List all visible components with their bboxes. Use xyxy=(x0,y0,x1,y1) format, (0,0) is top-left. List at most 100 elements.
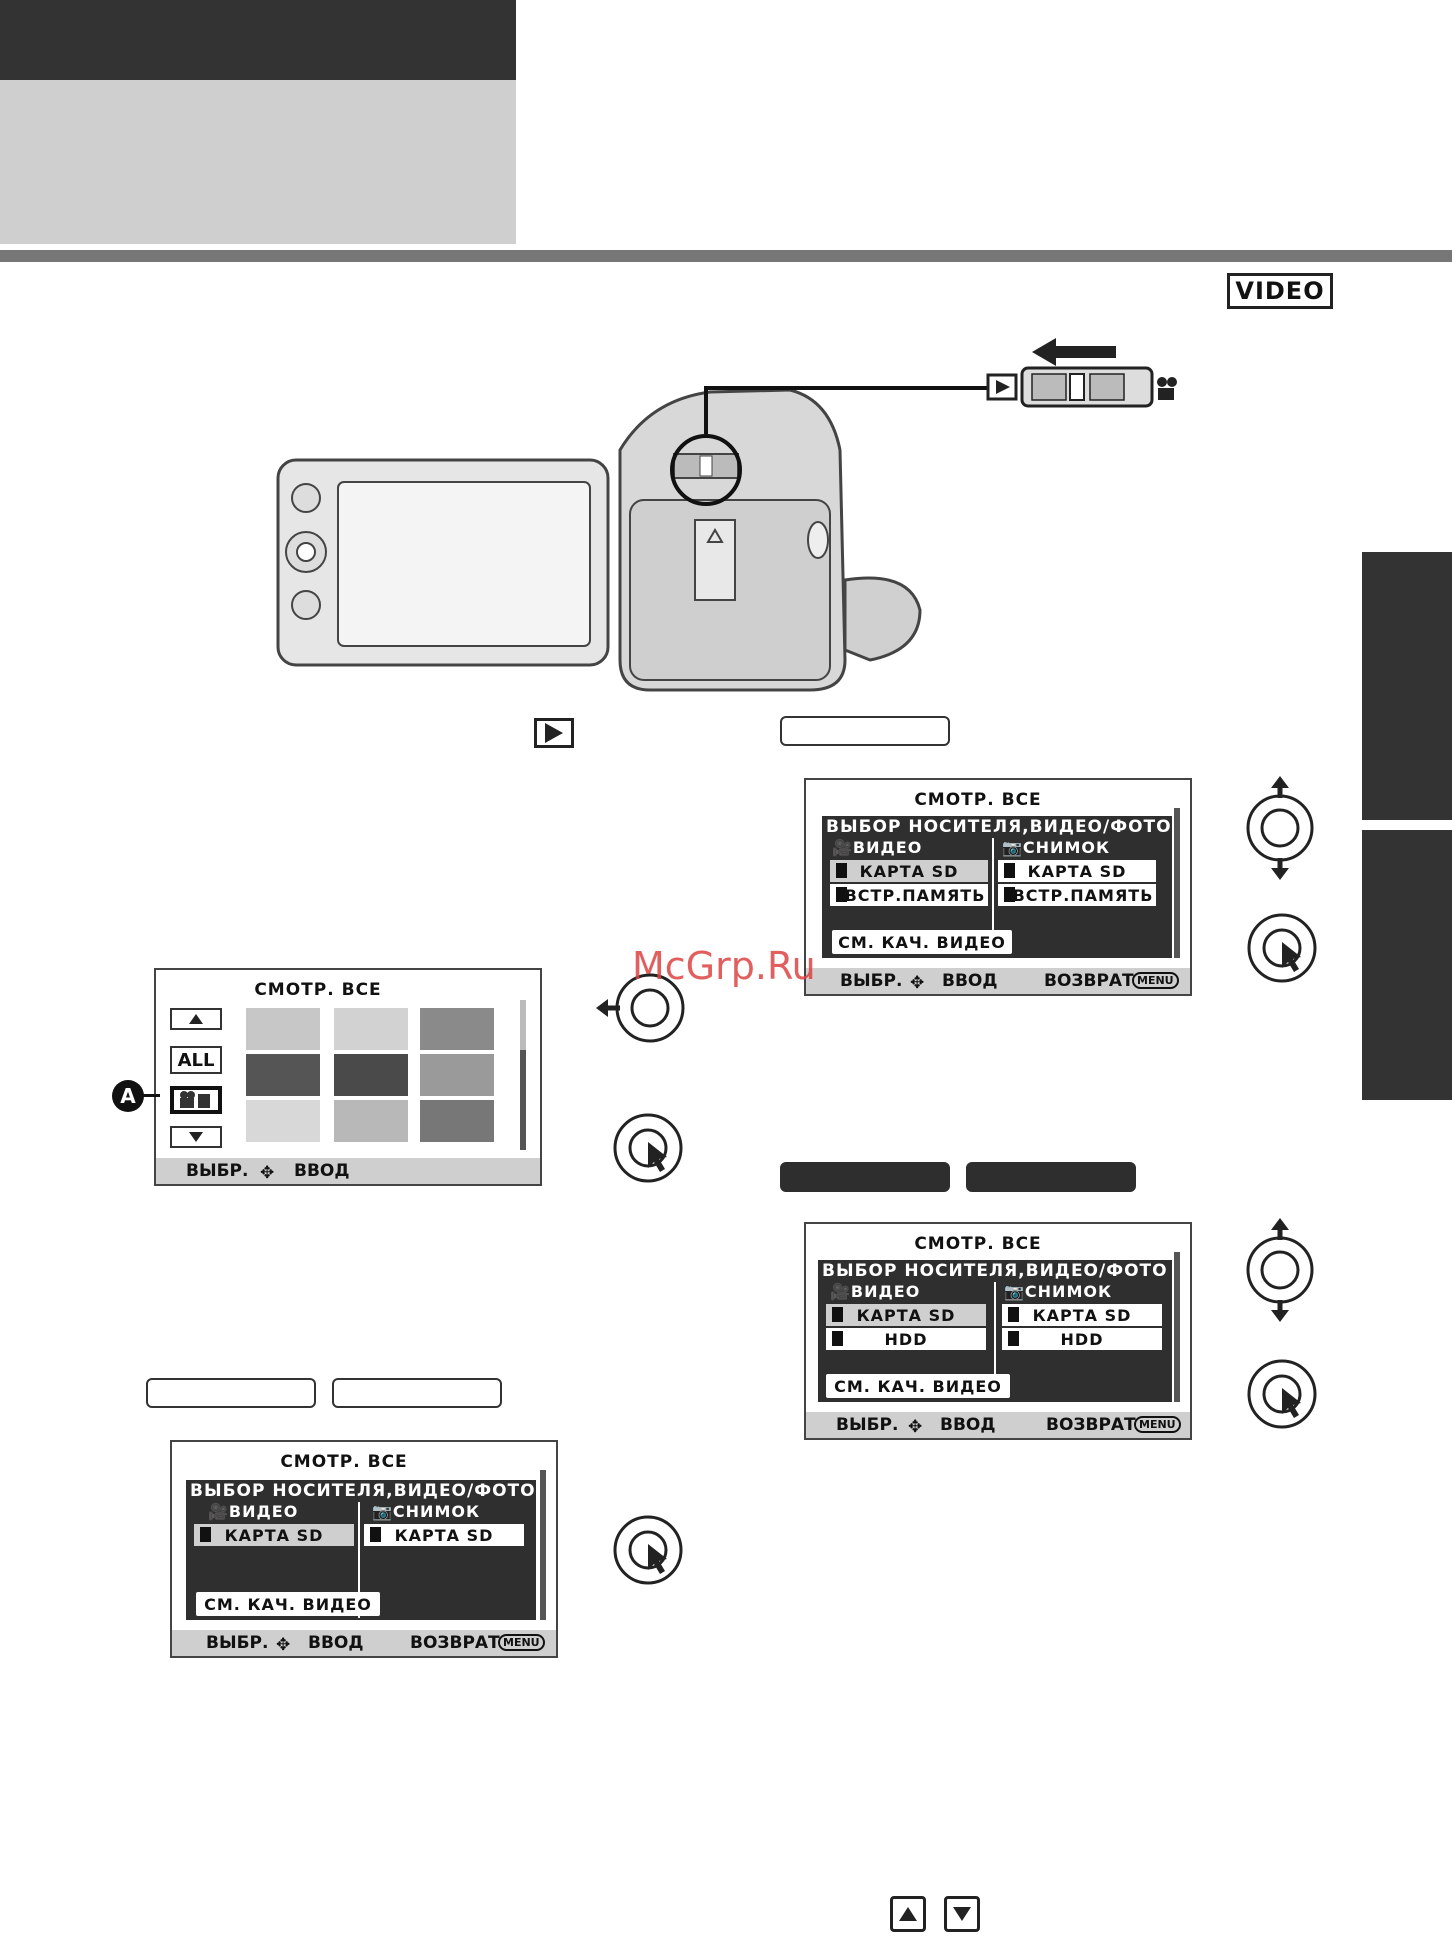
screen-title: СМОТР. ВСЕ xyxy=(254,980,382,1000)
hdd-icon xyxy=(1008,1331,1019,1346)
enter-label: ВВОД xyxy=(294,1161,350,1181)
scroll-down-button[interactable] xyxy=(170,1126,222,1148)
photo-column-label: 📷СНИМОК xyxy=(372,1502,481,1521)
back-label: ВОЗВРАТ xyxy=(410,1633,500,1653)
photo-option-sd[interactable]: КАРТА SD xyxy=(998,860,1156,882)
label-pill-top xyxy=(780,716,950,746)
screen-thumbnails: СМОТР. ВСЕ ALL ВЫБР. ✥ ВВОД xyxy=(154,968,542,1186)
movie-card-icon xyxy=(180,1091,210,1108)
video-quality-button[interactable]: СМ. КАЧ. ВИДЕО xyxy=(826,1374,1010,1398)
media-select-panel: ВЫБОР НОСИТЕЛЯ,ВИДЕО/ФОТО 🎥ВИДЕО 📷СНИМОК… xyxy=(186,1480,536,1620)
photo-option-sd[interactable]: КАРТА SD xyxy=(364,1524,524,1546)
video-option-sd[interactable]: КАРТА SD xyxy=(826,1304,986,1326)
select-label: ВЫБР. xyxy=(836,1415,899,1435)
label-pill-filled-2 xyxy=(966,1162,1136,1192)
video-option-sd[interactable]: КАРТА SD xyxy=(830,860,988,882)
enter-label: ВВОД xyxy=(940,1415,996,1435)
menu-icon: MENU xyxy=(498,1634,545,1651)
screen-bottom-bar: ВЫБР. ✥ ВВОД ВОЗВРАТ MENU xyxy=(806,968,1190,994)
page-up-button[interactable] xyxy=(890,1896,926,1932)
header-grey-band xyxy=(0,80,516,244)
video-filter-button[interactable] xyxy=(170,1086,222,1114)
photo-column-label: 📷СНИМОК xyxy=(1002,838,1111,857)
joystick-press-icon xyxy=(613,1515,683,1585)
thumbnail-9[interactable] xyxy=(420,1100,494,1142)
back-label: ВОЗВРАТ xyxy=(1044,971,1134,991)
video-option-hdd[interactable]: HDD xyxy=(826,1328,986,1350)
header-dark-band xyxy=(0,0,516,80)
camcorder-illustration xyxy=(276,338,1177,692)
joystick-mini-icon: ✥ xyxy=(276,1635,291,1655)
label-pill-left-2 xyxy=(332,1378,502,1408)
photo-column-label: 📷СНИМОК xyxy=(1004,1282,1113,1301)
screen-bottom-bar: ВЫБР. ✥ ВВОД ВОЗВРАТ MENU xyxy=(806,1412,1190,1438)
page-down-button[interactable] xyxy=(944,1896,980,1932)
scrollbar[interactable] xyxy=(1174,808,1180,958)
select-label: ВЫБР. xyxy=(186,1161,249,1181)
media-select-panel: ВЫБОР НОСИТЕЛЯ,ВИДЕО/ФОТО 🎥ВИДЕО 📷СНИМОК… xyxy=(822,816,1172,958)
screen-media-select-internal: СМОТР. ВСЕ ВЫБОР НОСИТЕЛЯ,ВИДЕО/ФОТО 🎥ВИ… xyxy=(804,778,1192,996)
joystick-mini-icon: ✥ xyxy=(908,1417,923,1437)
enter-label: ВВОД xyxy=(308,1633,364,1653)
joystick-mini-icon: ✥ xyxy=(260,1163,275,1183)
hdd-icon xyxy=(832,1331,843,1346)
side-tab-upper xyxy=(1362,552,1452,820)
thumbnail-4[interactable] xyxy=(246,1054,320,1096)
screen-title: СМОТР. ВСЕ xyxy=(280,1452,408,1472)
video-option-sd[interactable]: КАРТА SD xyxy=(194,1524,354,1546)
all-filter-button[interactable]: ALL xyxy=(170,1046,222,1074)
select-label: ВЫБР. xyxy=(206,1633,269,1653)
memory-chip-icon xyxy=(836,887,847,902)
thumbnail-1[interactable] xyxy=(246,1008,320,1050)
label-pill-filled-1 xyxy=(780,1162,950,1192)
joystick-mini-icon: ✥ xyxy=(910,973,925,993)
sd-card-icon xyxy=(836,863,847,878)
thumbnail-6[interactable] xyxy=(420,1054,494,1096)
menu-icon: MENU xyxy=(1134,1416,1181,1433)
thumbnail-3[interactable] xyxy=(420,1008,494,1050)
scrollbar[interactable] xyxy=(540,1470,546,1620)
joystick-left-icon xyxy=(596,973,685,1043)
joystick-press-icon xyxy=(613,1113,683,1183)
memory-chip-icon xyxy=(1004,887,1015,902)
photo-option-sd[interactable]: КАРТА SD xyxy=(1002,1304,1162,1326)
sd-card-icon xyxy=(1004,863,1015,878)
column-divider xyxy=(994,1282,996,1374)
video-column-label: 🎥ВИДЕО xyxy=(832,838,923,857)
thumbnail-7[interactable] xyxy=(246,1100,320,1142)
label-pill-left-1 xyxy=(146,1378,316,1408)
photo-option-hdd[interactable]: HDD xyxy=(1002,1328,1162,1350)
video-column-label: 🎥ВИДЕО xyxy=(208,1502,299,1521)
video-quality-button[interactable]: СМ. КАЧ. ВИДЕО xyxy=(832,930,1012,954)
video-option-internal[interactable]: ВСТР.ПАМЯТЬ xyxy=(830,884,988,906)
panel-header: ВЫБОР НОСИТЕЛЯ,ВИДЕО/ФОТО xyxy=(190,1481,536,1501)
scroll-up-button[interactable] xyxy=(170,1008,222,1030)
screen-media-select-hdd: СМОТР. ВСЕ ВЫБОР НОСИТЕЛЯ,ВИДЕО/ФОТО 🎥ВИ… xyxy=(804,1222,1192,1440)
joystick-press-icon xyxy=(1247,913,1317,983)
sd-card-icon xyxy=(370,1527,381,1542)
thumbnail-8[interactable] xyxy=(334,1100,408,1142)
scrollbar-thumb[interactable] xyxy=(520,1050,526,1150)
column-divider xyxy=(992,838,994,930)
joystick-up-down-icon xyxy=(1246,776,1314,880)
side-tab-lower xyxy=(1362,830,1452,1100)
column-divider xyxy=(358,1502,360,1618)
thumbnail-2[interactable] xyxy=(334,1008,408,1050)
screen-bottom-bar: ВЫБР. ✥ ВВОД ВОЗВРАТ MENU xyxy=(172,1630,556,1656)
scrollbar[interactable] xyxy=(1174,1252,1180,1402)
sd-card-icon xyxy=(200,1527,211,1542)
thumbnail-5[interactable] xyxy=(334,1054,408,1096)
menu-icon: MENU xyxy=(1132,972,1179,989)
back-label: ВОЗВРАТ xyxy=(1046,1415,1136,1435)
video-column-label: 🎥ВИДЕО xyxy=(830,1282,921,1301)
sd-card-icon xyxy=(832,1307,843,1322)
joystick-up-down-icon xyxy=(1246,1218,1314,1322)
enter-label: ВВОД xyxy=(942,971,998,991)
panel-header: ВЫБОР НОСИТЕЛЯ,ВИДЕО/ФОТО xyxy=(822,1261,1168,1281)
screen-bottom-bar: ВЫБР. ✥ ВВОД xyxy=(156,1158,540,1184)
video-quality-button[interactable]: СМ. КАЧ. ВИДЕО xyxy=(196,1592,380,1616)
callout-a: A xyxy=(112,1080,144,1112)
photo-option-internal[interactable]: ВСТР.ПАМЯТЬ xyxy=(998,884,1156,906)
panel-header: ВЫБОР НОСИТЕЛЯ,ВИДЕО/ФОТО xyxy=(826,817,1172,837)
screen-title: СМОТР. ВСЕ xyxy=(914,790,1042,810)
